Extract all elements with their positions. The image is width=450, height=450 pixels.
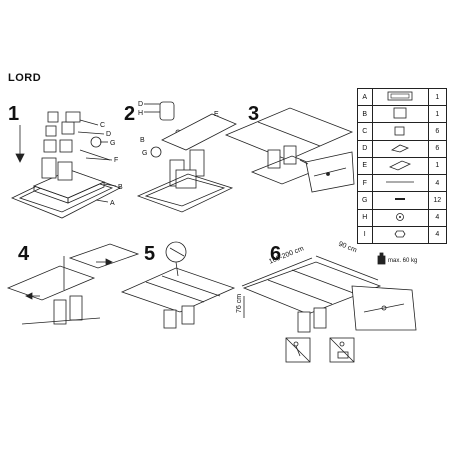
parts-row: D 6 <box>357 139 448 158</box>
part-quantity: 4 <box>427 174 448 193</box>
part-picture <box>371 105 429 124</box>
part-picture <box>371 225 429 245</box>
label-step2-e: E <box>214 111 219 118</box>
part-picture <box>371 208 429 227</box>
part-quantity: 4 <box>427 208 448 227</box>
parts-row: I 4 <box>357 225 448 245</box>
step2-base <box>136 173 234 213</box>
step3-detail-callout <box>299 151 355 193</box>
weight-icon <box>377 252 386 265</box>
page-title: LORD <box>8 72 42 84</box>
label-step1-c: C <box>100 122 105 129</box>
leg-block-icon <box>393 107 407 119</box>
label-step1-d: D <box>106 131 111 138</box>
part-letter: D <box>357 139 373 158</box>
label-step1-g: G <box>110 140 115 147</box>
part-letter: E <box>357 156 373 176</box>
label-step2-g: G <box>142 150 147 157</box>
part-quantity: 12 <box>427 191 448 210</box>
parts-row: F 4 <box>357 174 448 193</box>
part-letter: G <box>357 191 373 210</box>
step6-detail-callout <box>351 285 417 331</box>
part-letter: H <box>357 208 373 227</box>
part-letter: I <box>357 225 373 245</box>
warning-two-person-icon <box>285 337 311 363</box>
step3-tabletop <box>224 107 354 185</box>
step5-table-extended <box>120 241 236 329</box>
part-letter: B <box>357 105 373 124</box>
arrow-right-icon <box>96 258 113 266</box>
part-quantity: 1 <box>427 156 448 176</box>
label-step1-f: F <box>114 157 118 164</box>
step-number-1: 1 <box>8 103 20 125</box>
parts-row: G 12 <box>357 191 448 210</box>
weight-limit: max. 60 kg <box>388 258 418 264</box>
parts-row: A 1 <box>357 87 448 107</box>
step2-columns <box>150 146 205 189</box>
part-letter: C <box>357 122 373 141</box>
step-number-3: 3 <box>248 103 260 125</box>
part-quantity: 6 <box>427 122 448 141</box>
part-picture <box>371 174 429 193</box>
bolt-icon <box>395 198 406 201</box>
step4-table-split <box>6 243 140 325</box>
part-picture <box>371 122 429 141</box>
step6-table-final <box>241 255 382 333</box>
part-quantity: 1 <box>427 87 448 107</box>
step-number-2: 2 <box>124 103 136 125</box>
step-number-4: 4 <box>18 243 30 265</box>
part-picture <box>371 191 429 210</box>
parts-list: A 1 B 1 C 6 D 6 E 1 F 4 G <box>357 87 448 245</box>
part-picture <box>371 87 429 107</box>
label-step1-a: A <box>110 200 115 207</box>
step2-plate-e <box>161 113 237 151</box>
part-letter: F <box>357 174 373 193</box>
exploded-column <box>41 111 111 181</box>
parts-row: C 6 <box>357 122 448 141</box>
part-picture <box>371 139 429 158</box>
frame-icon <box>387 91 413 101</box>
step-number-5: 5 <box>144 243 156 265</box>
part-quantity: 6 <box>427 139 448 158</box>
step-number-6: 6 <box>270 243 282 265</box>
part-quantity: 1 <box>427 105 448 124</box>
part-letter: A <box>357 87 373 107</box>
part-quantity: 4 <box>427 225 448 245</box>
parts-row: B 1 <box>357 105 448 124</box>
plate-icon <box>389 160 412 171</box>
arrow-left-icon <box>25 292 40 300</box>
parts-row: H 4 <box>357 208 448 227</box>
nut-icon <box>394 230 406 238</box>
label-step1-b: B <box>118 184 123 191</box>
label-step2-h: H <box>138 110 143 117</box>
down-arrow-icon <box>15 125 25 163</box>
parts-row: E 1 <box>357 156 448 176</box>
warning-lifting-icon <box>329 337 355 363</box>
dimension-height: 76 cm <box>236 293 244 314</box>
label-step2-d: D <box>138 101 143 108</box>
washer-icon <box>396 212 404 221</box>
rod-icon <box>386 181 415 183</box>
label-step2-b: B <box>140 137 145 144</box>
bracket-icon <box>391 144 410 153</box>
cube-icon <box>394 126 405 135</box>
part-picture <box>371 156 429 176</box>
